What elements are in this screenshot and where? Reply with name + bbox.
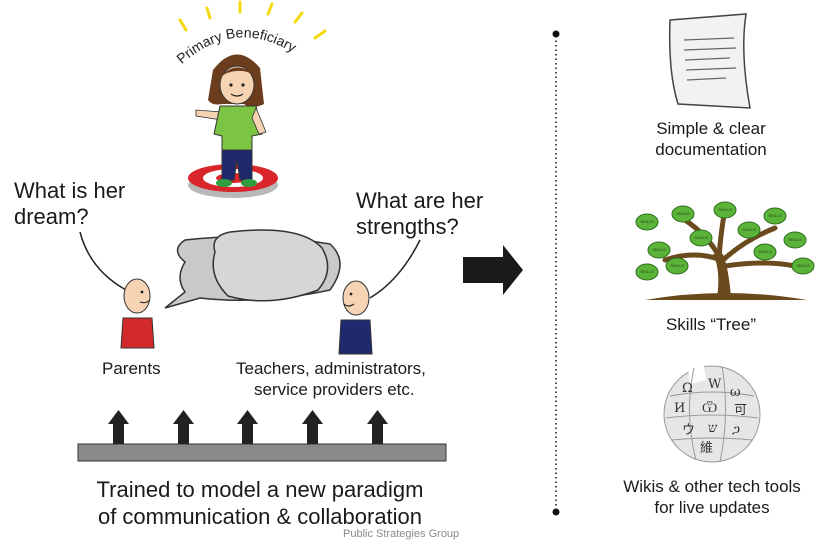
svg-text:可: 可 (734, 403, 747, 418)
parents-label: Parents (102, 359, 161, 378)
dream-question-line-2: dream? (14, 204, 89, 229)
up-arrow-icon (302, 410, 323, 444)
speech-bubbles-icon (164, 229, 341, 309)
left-illustration: Primary Beneficiary (77, 0, 523, 462)
teacher-figure-icon (338, 280, 373, 355)
document-icon (668, 13, 751, 109)
right-arrow-icon (463, 245, 523, 295)
svg-text:И: И (674, 401, 685, 416)
parent-figure-icon (120, 278, 155, 349)
documentation-label-line-2: documentation (655, 140, 767, 159)
tree-leaf-label: SKILLS (758, 249, 772, 254)
svg-text:W: W (708, 377, 722, 392)
svg-text:ω: ω (730, 385, 741, 400)
teachers-label-line-2: service providers etc. (254, 380, 415, 399)
tree-leaf-label: SKILLS (640, 219, 654, 224)
tree-leaf-label: SKILLS (718, 207, 732, 212)
tree-leaf-label: SKILLS (694, 235, 708, 240)
footer-credit: Public Strategies Group (343, 528, 460, 540)
strengths-question: What are her strengths? (356, 188, 483, 240)
wiki-label-line-1: Wikis & other tech tools (623, 477, 801, 496)
dream-question-line-1: What is her (14, 178, 126, 203)
strengths-question-line-1: What are her (356, 188, 484, 213)
svg-text:ש: ש (708, 421, 718, 436)
teachers-label-line-1: Teachers, administrators, (236, 359, 426, 378)
wiki-globe-icon: Ω W ω И Ѿ 可 ウ ש ጋ 維 (663, 365, 761, 463)
tree-leaf-label: SKILLS (652, 247, 666, 252)
tree-leaf-label: SKILLS (640, 269, 654, 274)
up-arrow-icon (108, 410, 129, 444)
strengths-question-line-2: strengths? (356, 214, 459, 239)
tree-leaf-label: SKILLS (670, 263, 684, 268)
dream-connector-line (79, 231, 127, 291)
documentation-label-line-1: Simple & clear (656, 119, 766, 138)
tree-leaf-label: SKILLS (742, 227, 756, 232)
skills-tree-label: Skills “Tree” (665, 315, 757, 334)
bottom-caption: Trained to model a new paradigm of commu… (20, 476, 500, 530)
bottom-caption-line-2: of communication & collaboration (97, 504, 423, 529)
bottom-caption-line-1: Trained to model a new paradigm (96, 477, 424, 502)
strengths-connector-line (369, 239, 421, 299)
skills-tree-icon: SKILLS SKILLS SKILLS SKILLS SKILLS SKILL… (635, 201, 815, 300)
up-arrow-icon (237, 410, 258, 444)
svg-text:維: 維 (700, 441, 713, 456)
support-bar (77, 443, 447, 462)
vertical-divider (552, 30, 560, 516)
ray-lines (178, 0, 327, 40)
up-arrow-icon (367, 410, 388, 444)
tree-leaf-label: SKILLS (676, 211, 690, 216)
teachers-label: Teachers, administrators, service provid… (236, 358, 426, 400)
girl-figure-icon (195, 54, 267, 187)
tree-leaf-label: SKILLS (788, 237, 802, 242)
wiki-label-line-2: for live updates (654, 498, 770, 517)
tree-leaf-label: SKILLS (768, 213, 782, 218)
svg-text:Ω: Ω (682, 381, 693, 396)
svg-text:Ѿ: Ѿ (702, 401, 717, 416)
dream-question: What is her dream? (14, 178, 125, 230)
documentation-label: Simple & clear documentation (611, 118, 811, 160)
upward-arrows (108, 410, 388, 444)
tree-leaf-label: SKILLS (796, 263, 810, 268)
up-arrow-icon (173, 410, 194, 444)
wiki-label: Wikis & other tech tools for live update… (596, 476, 827, 518)
svg-text:ጋ: ጋ (732, 423, 740, 438)
svg-text:ウ: ウ (682, 423, 695, 438)
